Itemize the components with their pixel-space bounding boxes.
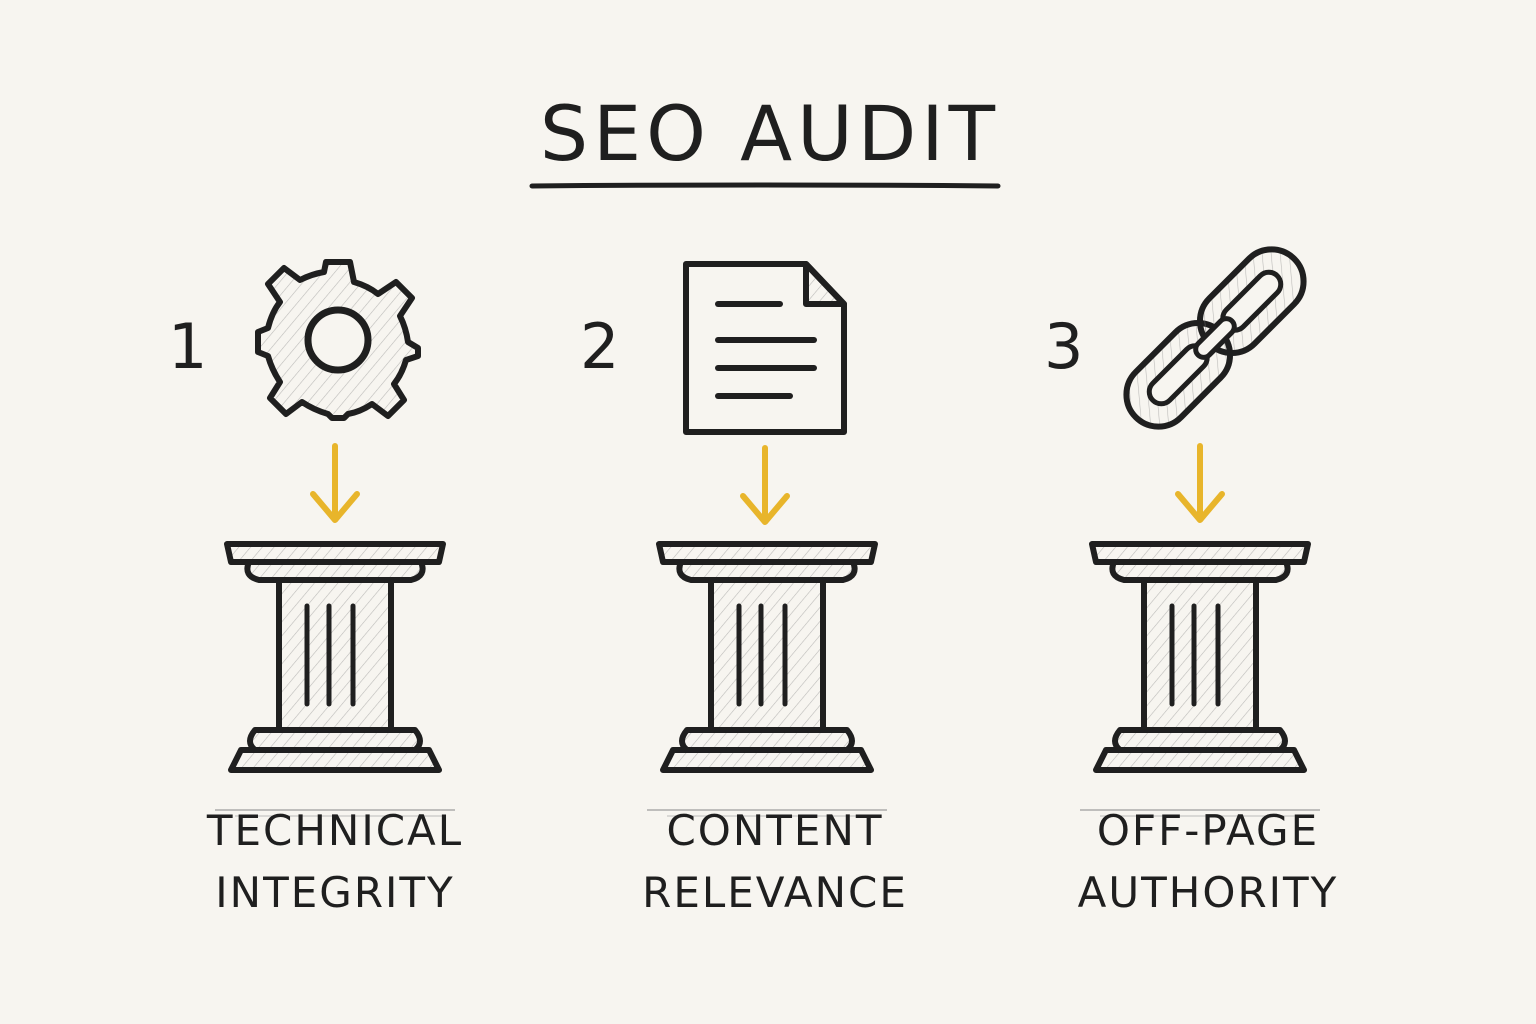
page-title: SEO AUDIT — [539, 89, 1001, 178]
pillar-label-off-page-authority: OFF-PAGE AUTHORITY — [1028, 800, 1388, 924]
gear-icon — [255, 259, 421, 421]
step-number-2: 2 — [580, 310, 620, 383]
pillar-2 — [647, 544, 887, 816]
pillar-label-content-relevance: CONTENT RELEVANCE — [595, 800, 955, 924]
down-arrow-2 — [743, 448, 787, 522]
pillar-1 — [215, 544, 455, 816]
chain-link-icon — [1123, 246, 1307, 430]
pillar-label-line: OFF-PAGE — [1096, 806, 1320, 855]
title-underline — [529, 182, 1001, 189]
down-arrow-1 — [313, 446, 357, 520]
pillar-label-technical-integrity: TECHNICAL INTEGRITY — [155, 800, 515, 924]
pillar-label-line: AUTHORITY — [1077, 868, 1339, 917]
step-number-1: 1 — [168, 310, 208, 383]
pillar-label-line: INTEGRITY — [215, 868, 455, 917]
step-number-3: 3 — [1044, 310, 1084, 383]
pillar-3 — [1080, 544, 1320, 816]
pillar-label-line: RELEVANCE — [642, 868, 908, 917]
document-icon — [683, 261, 847, 435]
pillar-label-line: CONTENT — [666, 806, 884, 855]
down-arrow-3 — [1178, 446, 1222, 520]
pillar-label-line: TECHNICAL — [206, 806, 464, 855]
